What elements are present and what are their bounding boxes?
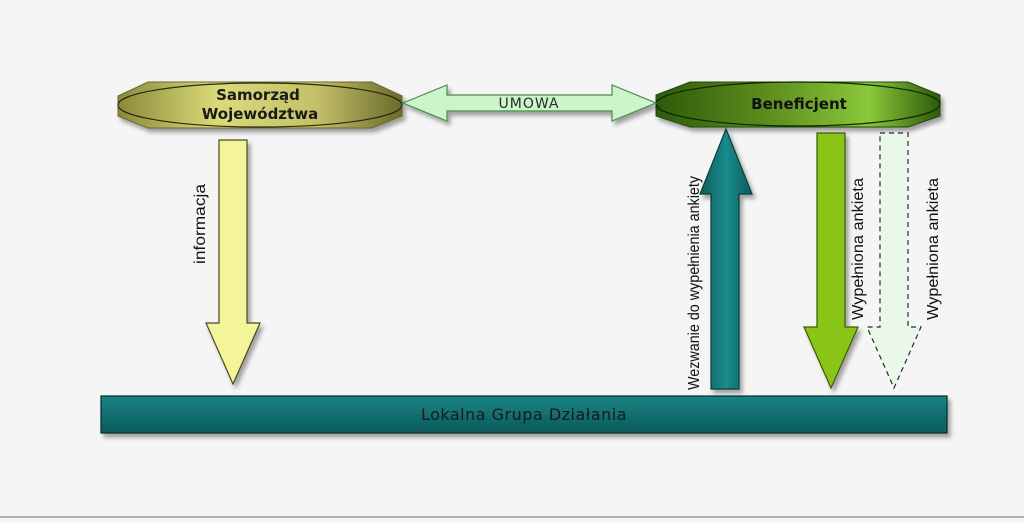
lgd-bar: [100, 395, 948, 434]
samorzad-label-line1: Samorząd: [216, 86, 300, 104]
umowa-label: UMOWA: [499, 96, 560, 112]
wypelniona-label: Wypełniona ankieta: [850, 178, 867, 320]
informacja-label: informacja: [192, 184, 209, 264]
lgd-label: Lokalna Grupa Działania: [421, 405, 627, 424]
beneficjent-label: Beneficjent: [751, 95, 847, 113]
samorzad-node: [117, 81, 403, 129]
beneficjent-node: [655, 81, 941, 128]
umowa-double-arrow: [401, 84, 658, 122]
wezwanie-arrow: [699, 127, 753, 390]
wypelniona-dashed-arrow: [866, 132, 922, 390]
wypelniona-dashed-label: Wypełniona ankieta: [925, 178, 942, 320]
samorzad-label-line2: Województwa: [202, 105, 318, 123]
wezwanie-label: Wezwanie do wypełnienia ankiety: [686, 176, 703, 390]
informacja-arrow: [205, 139, 261, 386]
wypelniona-arrow: [803, 132, 859, 390]
